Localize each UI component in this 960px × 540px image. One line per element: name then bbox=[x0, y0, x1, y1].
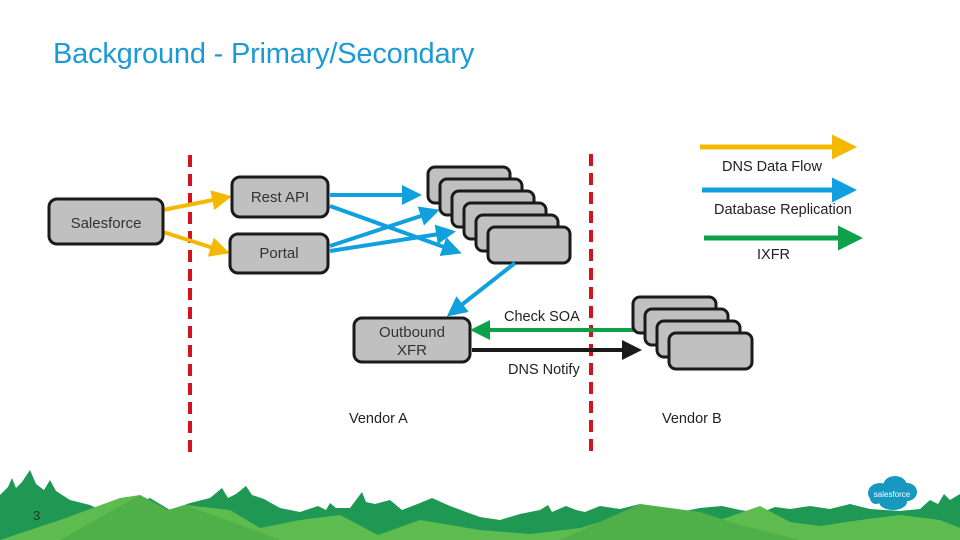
vendor-b-server-stack bbox=[631, 295, 754, 371]
mid-hills bbox=[60, 495, 280, 540]
arrow-portal-to-db-2 bbox=[329, 224, 456, 253]
salesforce-logo: salesforce bbox=[868, 476, 917, 510]
dns-notify-label: DNS Notify bbox=[508, 362, 580, 378]
legend: DNS Data Flow Database Replication IXFR bbox=[700, 134, 863, 263]
rest-api-node: Rest API bbox=[230, 175, 330, 219]
svg-text:salesforce: salesforce bbox=[874, 490, 911, 499]
svg-text:Portal: Portal bbox=[259, 245, 298, 262]
portal-node: Portal bbox=[228, 232, 330, 275]
arrow-salesforce-to-portal bbox=[162, 230, 230, 257]
vendor-b-label: Vendor B bbox=[662, 411, 722, 427]
arrow-db-to-outbound-xfr bbox=[446, 261, 517, 317]
svg-text:Salesforce: Salesforce bbox=[71, 215, 142, 232]
svg-text:XFR: XFR bbox=[397, 342, 427, 359]
legend-label-ixfr: IXFR bbox=[757, 247, 790, 263]
slide-title: Background - Primary/Secondary bbox=[53, 38, 475, 70]
legend-label-dns-data-flow: DNS Data Flow bbox=[722, 159, 822, 175]
outbound-xfr-node: Outbound XFR bbox=[352, 316, 472, 364]
arrow-salesforce-to-rest-api bbox=[162, 190, 232, 212]
svg-text:Rest API: Rest API bbox=[251, 189, 309, 206]
check-soa-label: Check SOA bbox=[504, 309, 580, 325]
vendor-a-db-stack bbox=[426, 165, 572, 265]
db-server-box bbox=[486, 225, 572, 265]
arrow-portal-to-db-1 bbox=[329, 206, 440, 248]
legend-label-database-replication: Database Replication bbox=[714, 202, 852, 218]
right-hills bbox=[560, 504, 800, 540]
svg-text:Outbound: Outbound bbox=[379, 324, 445, 341]
page-number: 3 bbox=[33, 508, 41, 523]
vendor-b-server-box bbox=[667, 331, 754, 371]
vendor-a-label: Vendor A bbox=[349, 411, 408, 427]
salesforce-node: Salesforce bbox=[47, 197, 165, 246]
mountain-landscape bbox=[0, 470, 960, 540]
arrow-rest-api-to-db-2 bbox=[329, 204, 462, 256]
